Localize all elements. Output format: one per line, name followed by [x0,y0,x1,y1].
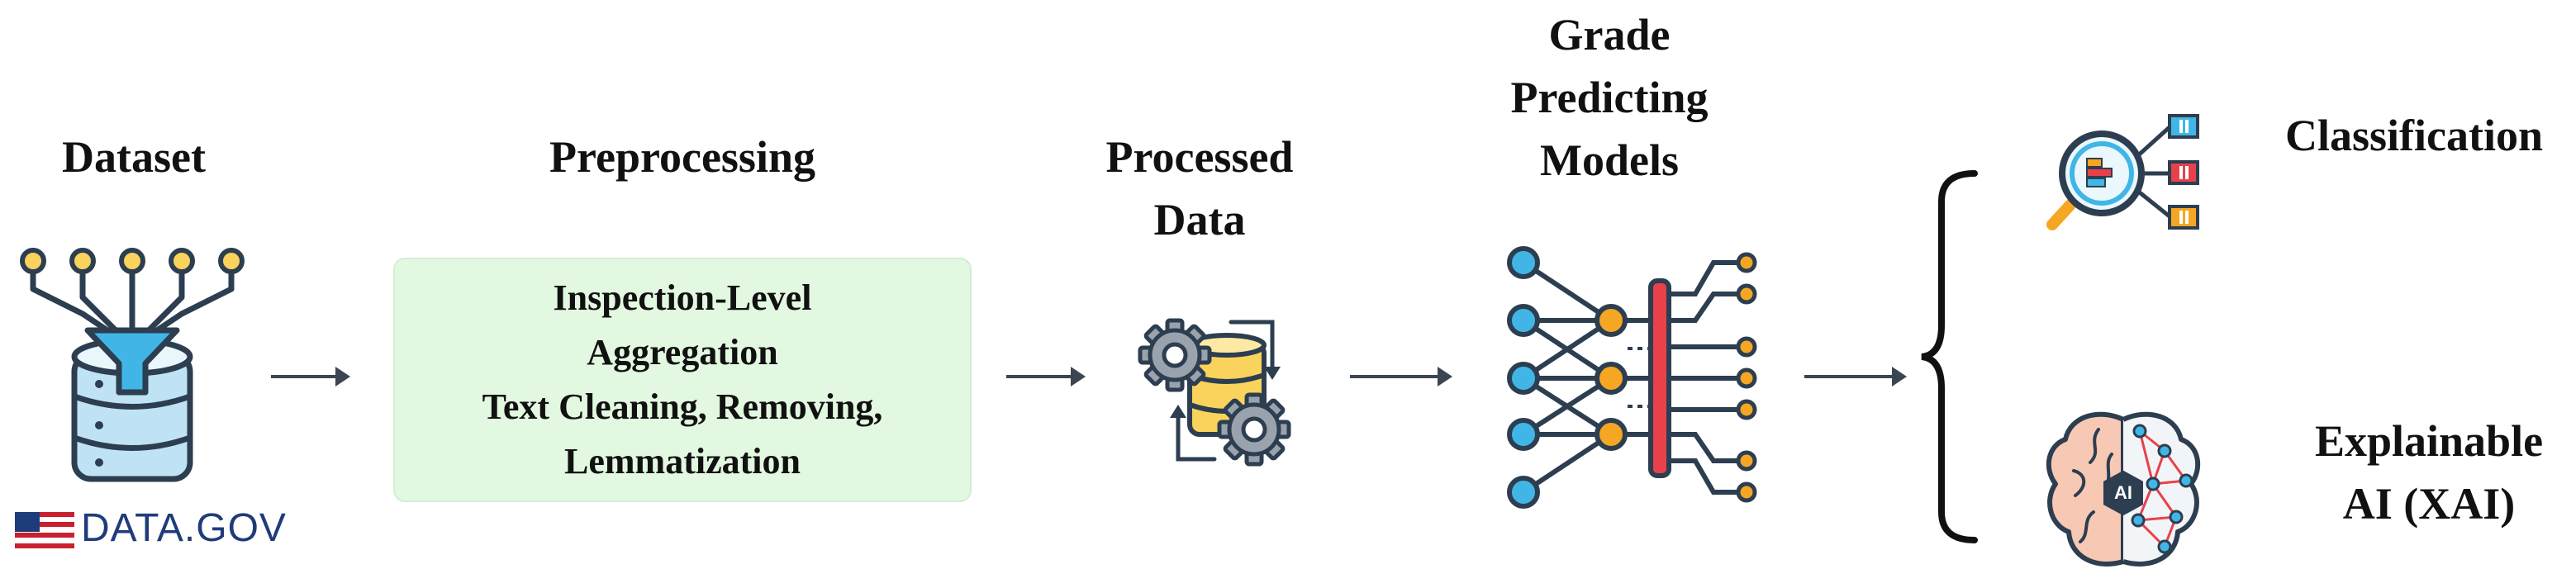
preprocessing-box: Inspection-Level Aggregation Text Cleani… [393,258,972,502]
gears-database-icon [1138,318,1291,467]
magnifier-chart-icon [2046,114,2199,230]
preprocessing-label: Preprocessing [549,132,815,182]
arrow-preprocessing-to-processed [1006,367,1086,386]
classification-label: Classification [2284,111,2544,160]
neural-network-icon [1507,246,1757,509]
processed-data-label: Processed Data [1106,126,1294,251]
ai-brain-icon: AI [2046,411,2200,567]
ai-chip-text: AI [2114,482,2132,503]
preprocessing-step: Lemmatization [564,441,801,481]
dataset-label: Dataset [62,132,206,182]
models-label: Grade Predicting Models [1511,3,1709,192]
xai-label-line2: AI (XAI) [2342,479,2516,529]
xai-label: Explainable AI (XAI) [2315,410,2543,535]
models-label-line3: Models [1540,135,1679,185]
arrow-processed-to-models [1350,367,1452,386]
preprocessing-step: Aggregation [587,332,778,372]
preprocessing-step: Text Cleaning, Removing, [482,386,883,427]
models-label-line2: Predicting [1510,73,1709,122]
arrow-models-to-outputs [1804,367,1907,386]
database-funnel-icon [20,248,245,482]
preprocessing-step: Inspection-Level [553,277,812,318]
models-label-line1: Grade [1548,10,1671,59]
arrow-dataset-to-preprocessing [271,367,350,386]
processed-data-label-line1: Processed [1105,132,1294,182]
curly-brace-icon [1921,170,1978,543]
processed-data-label-line2: Data [1153,195,1246,244]
xai-label-line1: Explainable [2314,416,2544,466]
us-flag-icon [15,512,74,548]
datagov-logo-text: DATA.GOV [81,506,287,550]
